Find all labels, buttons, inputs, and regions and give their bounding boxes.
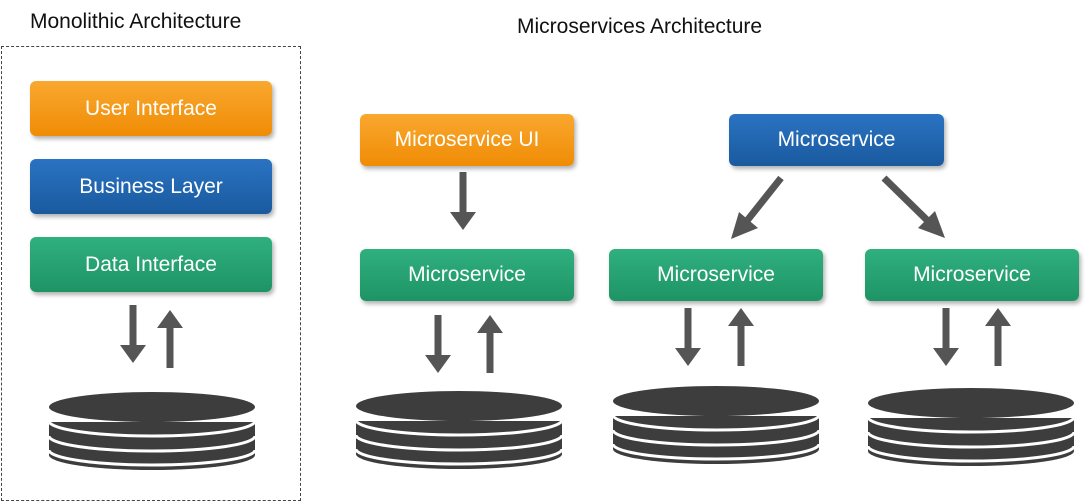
arrow-up-icon [157, 310, 183, 368]
data-interface-layer: Data Interface [30, 237, 272, 292]
monolithic-title: Monolithic Architecture [30, 10, 242, 33]
database-icon [611, 384, 821, 466]
arrow-down-icon [933, 308, 959, 366]
arrow-down-icon [450, 172, 476, 230]
arrow-down-icon [425, 315, 451, 373]
business-layer: Business Layer [30, 159, 272, 214]
database-icon [47, 390, 257, 472]
arrow-diagonal-icon [881, 175, 945, 238]
microservice-box-1: Microservice [360, 249, 574, 301]
arrow-up-icon [477, 315, 503, 373]
database-icon [354, 389, 564, 471]
arrow-down-icon [675, 308, 701, 366]
monolithic-container [1, 46, 301, 501]
microservice-box-2: Microservice [609, 249, 823, 301]
arrow-up-icon [728, 308, 754, 366]
microservice-box-3: Microservice [865, 249, 1079, 301]
microservice-ui-box: Microservice UI [360, 114, 574, 166]
arrow-down-icon [120, 305, 146, 363]
arrow-up-icon [985, 308, 1011, 366]
microservices-title: Microservices Architecture [517, 15, 763, 38]
microservice-top-box: Microservice [729, 114, 944, 166]
user-interface-layer: User Interface [30, 81, 272, 136]
database-icon [866, 386, 1076, 468]
arrow-diagonal-icon [731, 175, 784, 239]
